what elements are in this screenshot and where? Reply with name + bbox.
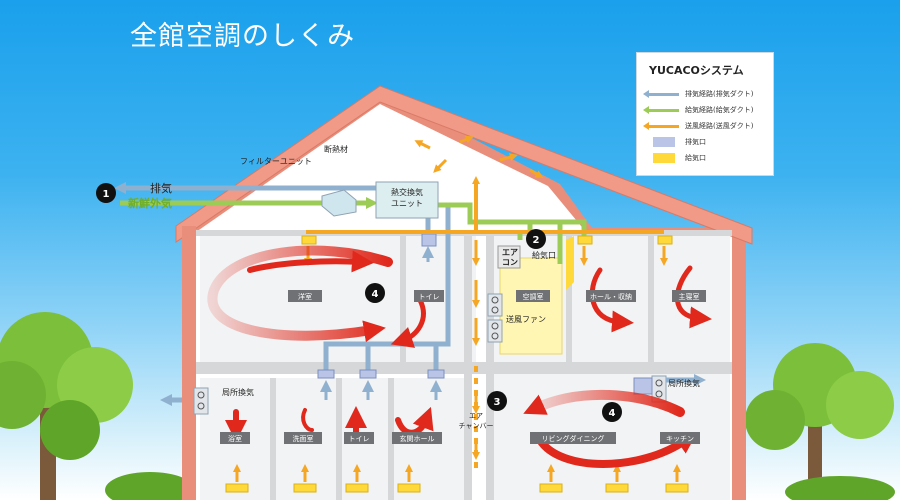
legend-label-supply: 給気経路(給気ダクト) xyxy=(685,106,754,114)
legend-label-blow: 送風経路(送風ダクト) xyxy=(685,122,754,130)
blower-fan-icon xyxy=(487,293,503,343)
heat-exchanger-label-2: ユニット xyxy=(391,199,423,208)
room-toilet-up: トイレ xyxy=(419,293,440,301)
room-toilet-down: トイレ xyxy=(349,435,370,443)
exhaust-arrows xyxy=(320,246,442,400)
local-vent-right-label: 局所換気 xyxy=(668,378,700,388)
marker-4-lower: 4 xyxy=(609,408,616,419)
marker-4-upper: 4 xyxy=(372,289,379,300)
room-washroom: 洗面室 xyxy=(293,434,314,443)
supply-arrow-icon xyxy=(643,106,679,114)
legend-item-supply-port: 給気口 xyxy=(645,150,765,166)
exhaust-label: 排気 xyxy=(150,181,172,195)
legend-item-exhaust-port: 排気口 xyxy=(645,134,765,150)
aircon-label-2: コン xyxy=(502,258,518,267)
room-master: 主寝室 xyxy=(679,292,700,301)
blow-arrow-icon xyxy=(643,122,679,130)
exhaust-port-swatch-icon xyxy=(653,137,675,147)
legend-label-exhaust: 排気経路(排気ダクト) xyxy=(685,90,754,98)
supply-ports xyxy=(225,235,689,493)
filter-unit xyxy=(321,189,357,217)
room-western: 洋室 xyxy=(298,292,312,301)
room-entrance-hall: 玄関ホール xyxy=(400,434,435,443)
fresh-air-label: 新鮮外気 xyxy=(128,196,172,210)
supply-port-label: 給気口 xyxy=(532,250,556,260)
local-vent-left-label: 局所換気 xyxy=(222,387,254,397)
room-hall-storage: ホール・収納 xyxy=(590,292,632,301)
roof xyxy=(175,85,753,245)
heat-exchanger-label-1: 熱交換気 xyxy=(391,187,423,197)
heat-exchanger-unit xyxy=(375,181,439,219)
legend-label-supply-port: 給気口 xyxy=(685,154,706,162)
air-chamber-label-1: エア xyxy=(469,412,483,420)
supply-panel xyxy=(566,236,574,290)
aircon-label-1: エア xyxy=(502,248,518,257)
bush-icon xyxy=(105,472,895,500)
insulation-label: 断熱材 xyxy=(324,144,348,154)
annotations: 排気 新鮮外気 フィルターユニット 断熱材 熱交換気 ユニット エア コン 給気… xyxy=(128,144,700,430)
room-kitchen: キッチン xyxy=(666,435,694,443)
exhaust-arrow-icon xyxy=(643,90,679,98)
ac-room xyxy=(499,257,563,355)
circulation-arrows xyxy=(207,245,712,468)
legend-item-supply: 給気経路(給気ダクト) xyxy=(643,102,765,118)
blower-fan-label: 送風ファン xyxy=(506,314,546,324)
tree-right-icon xyxy=(745,343,894,500)
room-labels: 洋室 トイレ 空調室 ホール・収納 主寝室 浴室 洗面室 トイレ 玄関ホール リ… xyxy=(228,292,700,443)
markers: 1 2 3 4 4 xyxy=(96,183,622,422)
air-chamber-label-2: チャンバー xyxy=(459,422,494,430)
supply-port-swatch-icon xyxy=(653,153,675,163)
room-plates xyxy=(220,290,706,444)
left-eave xyxy=(182,226,196,246)
tree-left-icon xyxy=(0,312,133,500)
marker-3: 3 xyxy=(494,397,501,408)
marker-2: 2 xyxy=(533,235,540,246)
room-bath: 浴室 xyxy=(228,434,242,443)
legend-title: YUCACOシステム xyxy=(649,64,744,77)
exhaust-ports xyxy=(317,233,653,395)
marker-1: 1 xyxy=(103,189,110,200)
room-ac-room: 空調室 xyxy=(523,292,544,301)
legend-label-exhaust-port: 排気口 xyxy=(685,138,706,146)
local-vent-fan-left-icon xyxy=(193,387,209,415)
room-living-dining: リビングダイニング xyxy=(542,434,605,443)
aircon-unit xyxy=(497,245,521,269)
legend-item-exhaust: 排気経路(排気ダクト) xyxy=(643,86,765,102)
legend-item-blow: 送風経路(送風ダクト) xyxy=(643,118,765,134)
filter-unit-label: フィルターユニット xyxy=(240,157,312,166)
page-title: 全館空調のしくみ xyxy=(130,21,356,52)
legend: YUCACOシステム 排気経路(排気ダクト) 給気経路(給気ダクト) 送風経路(… xyxy=(636,52,774,176)
